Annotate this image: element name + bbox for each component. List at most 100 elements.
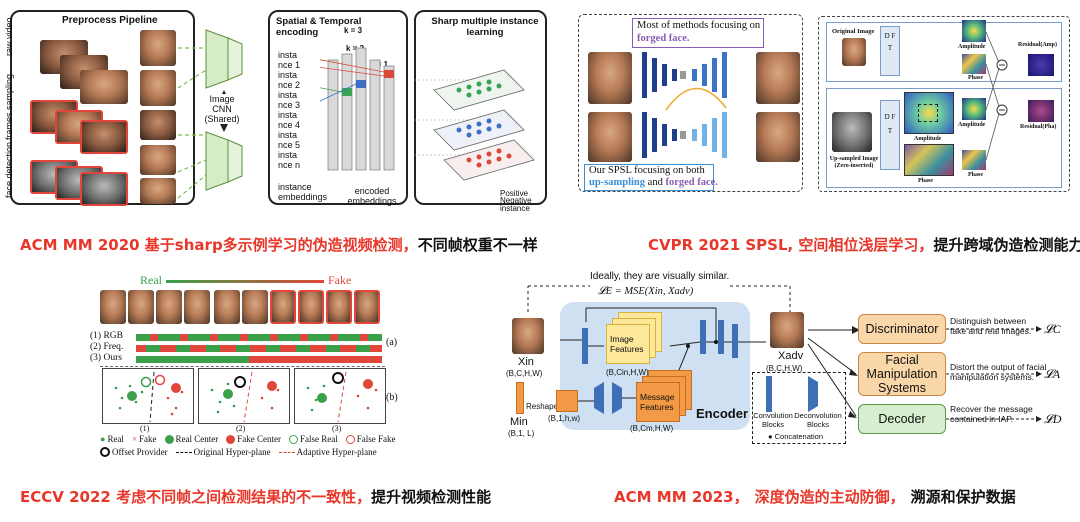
sub-label-2: (2)	[236, 424, 246, 433]
legend-adaptive-hyperplane-icon	[278, 451, 295, 453]
instance-item: nce n	[278, 160, 301, 170]
amplitude-label-bottom: Amplitude	[914, 136, 942, 142]
caption-panel1-red: ACM MM 2020 基于sharp多示例学习的伪造视频检测，	[20, 236, 418, 254]
cropped-face	[140, 145, 176, 175]
phase-spectrum-bottom	[904, 144, 954, 176]
strip-face	[270, 290, 296, 324]
legend-fake-center: Fake Center	[237, 434, 281, 444]
legend-fake: Fake	[139, 434, 157, 444]
instance-embeddings-label: instance embeddings	[278, 182, 328, 202]
instance-item: insta	[278, 110, 298, 120]
spsl-upper-frame	[826, 22, 1062, 82]
x-adv-shape: (B,C,H,W)	[766, 364, 803, 373]
instance-item: insta	[278, 90, 298, 100]
instance-item: nce 5	[278, 140, 301, 150]
top-note-box	[632, 18, 764, 48]
image-features-stack-front	[606, 324, 650, 364]
legend-false-real-icon	[288, 434, 298, 444]
cropped-face	[140, 178, 176, 204]
strip-face	[326, 290, 352, 324]
legend-conv-icon	[766, 376, 772, 412]
legend-fake-center-icon	[226, 434, 236, 444]
residual-amp-map	[1028, 54, 1054, 76]
scatter-subplot-1	[102, 368, 194, 424]
residual-connectors	[986, 31, 1008, 161]
output-face-bottom	[756, 112, 800, 162]
caption-panel1: ACM MM 2020 基于sharp多示例学习的伪造视频检测，不同帧权重不一样	[20, 234, 538, 255]
strip-face	[354, 290, 380, 324]
caption-panel3-red: ECCV 2022 考虑不同帧之间检测结果的不一致性，	[20, 488, 372, 506]
message-features-stack-front	[636, 382, 680, 422]
dft-block-bottom	[880, 100, 900, 170]
upsampled-image-label: Up-sampled Image (Zero-inserted)	[829, 156, 879, 169]
instance-item: nce 3	[278, 100, 301, 110]
output-face-top	[756, 52, 800, 104]
caption-panel2: CVPR 2021 SPSL, 空间相位浅层学习，提升跨域伪造检测能力	[648, 234, 1080, 255]
raw-video-frame	[80, 70, 128, 104]
instance-item: insta	[278, 50, 298, 60]
face-detection-label: face detection	[4, 141, 14, 198]
loss-c: 𝓛C	[1044, 322, 1061, 336]
reshape-label: Reshape	[526, 402, 559, 411]
phase-spectrum-mid	[962, 150, 986, 170]
legend-conv-label: Convolution Blocks	[753, 411, 793, 429]
preprocess-title: Preprocess Pipeline	[62, 15, 158, 26]
tag-a: (a)	[386, 337, 398, 348]
flow-arrows	[807, 326, 860, 418]
amplitude-spectrum-top	[962, 20, 986, 42]
note-manipulation: Distort the output of facial manipulatio…	[950, 362, 1047, 382]
bottom-note-line2: up-sampling and forged face.	[589, 177, 718, 188]
reshape-shape: (B,1,h,w)	[548, 414, 581, 423]
bottom-note-forged: forged face.	[665, 177, 718, 188]
amplitude-label-mid: Amplitude	[958, 122, 986, 128]
top-note-line1: Most of methods focusing on	[637, 20, 761, 31]
legend-deconv-label: Deconvolution Blocks	[794, 411, 842, 429]
phase-spectrum-top	[962, 54, 986, 74]
original-image-label: Original Image	[832, 28, 875, 35]
detected-face-frame	[80, 172, 128, 206]
encoder-label: Encoder	[696, 406, 749, 421]
legend-real-center: Real Center	[175, 434, 219, 444]
instance-item: nce 4	[278, 120, 301, 130]
loss-formula: 𝓛E = MSE(Xin, Xadv)	[598, 286, 694, 297]
facial-manipulation-box: Facial Manipulation Systems	[858, 352, 946, 396]
cnn-arrows	[177, 29, 243, 199]
scatter-subplot-2	[198, 368, 290, 424]
decoder-box: Decoder	[858, 404, 946, 434]
m-in-block	[516, 382, 524, 414]
upsampled-image-thumb	[832, 112, 872, 152]
row-ours-bar	[136, 356, 382, 363]
encoding-title: Spatial & Temporal encoding	[276, 16, 362, 38]
bottom-note-and: and	[645, 177, 666, 188]
cropped-face	[140, 70, 176, 106]
spsl-lower-frame	[826, 88, 1062, 188]
real-label: Real	[140, 273, 162, 287]
caption-panel1-black: 不同帧权重不一样	[417, 236, 538, 254]
instance-list: insta nce 1 insta nce 2 insta nce 3 inst…	[278, 50, 326, 170]
strip-face	[100, 290, 126, 324]
reshape-block	[556, 390, 578, 412]
top-note: Ideally, they are visually similar.	[590, 271, 730, 282]
residual-pha-label: Residual(Pha)	[1020, 124, 1057, 130]
tag-b: (b)	[386, 392, 398, 403]
amplitude-spectrum-bottom-crop	[918, 104, 938, 122]
caption-panel2-black: 提升跨域伪造检测能力	[933, 236, 1080, 254]
legend-adaptive-hyperplane: Adaptive Hyper-plane	[296, 447, 377, 457]
message-features-label: Message Features	[640, 392, 675, 412]
legend-real: Real	[107, 434, 124, 444]
row-rgb-label: (1) RGB	[90, 331, 123, 341]
legend-concat-label: ● Concatenation	[768, 432, 823, 441]
caption-panel4: ACM MM 2023，深度伪造的主动防御，溯源和保护数据	[614, 486, 1016, 507]
phase-label-top: Phase	[968, 75, 983, 81]
legend-false-fake: False Fake	[356, 434, 396, 444]
bottom-note-upsampling: up-sampling	[589, 177, 646, 188]
cropped-face	[140, 110, 176, 140]
caption-panel4-red-1: ACM MM 2023，	[614, 488, 749, 506]
bottom-note-box	[584, 164, 714, 191]
loss-arrows	[946, 326, 1042, 422]
residual-amp-label: Residual(Amp)	[1018, 42, 1058, 48]
sampled-frame	[80, 120, 128, 154]
encoded-embedding-columns	[320, 47, 395, 171]
frames-sampling-label: frames sampling	[4, 73, 14, 140]
top-dashed-link	[527, 285, 791, 312]
